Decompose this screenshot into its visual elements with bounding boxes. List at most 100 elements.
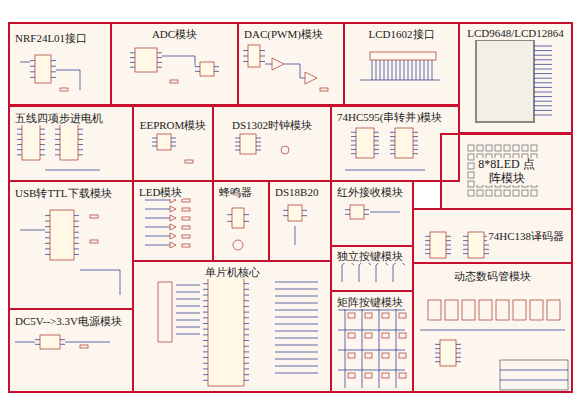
ic-symbol (135, 48, 157, 72)
pin (446, 253, 451, 254)
pin (157, 67, 162, 68)
resistor-symbol (185, 160, 193, 163)
pin (256, 138, 261, 139)
module-ground (132, 260, 332, 393)
module-ground (268, 180, 332, 262)
wire (420, 330, 565, 331)
pin (45, 248, 50, 249)
pin (390, 136, 395, 137)
wire (275, 310, 318, 311)
wire (275, 352, 318, 353)
module-title: DS18B20 (274, 186, 319, 199)
pin (235, 146, 240, 147)
wire (80, 270, 120, 295)
pin (463, 240, 468, 241)
pin (55, 139, 60, 140)
pin (203, 300, 208, 301)
wire (275, 331, 318, 332)
resistor-symbol (90, 215, 98, 218)
ic-symbol (350, 205, 364, 219)
wire (145, 236, 170, 237)
module-ground (212, 180, 270, 262)
wire (145, 218, 170, 219)
wire (65, 342, 110, 343)
pin (203, 340, 208, 341)
schematic-lines (15, 40, 568, 390)
pin (45, 243, 50, 244)
module-box: LCD9648/LCD12864 (458, 22, 573, 134)
pin (51, 60, 56, 61)
resistor-symbol (80, 345, 88, 348)
pin (243, 56, 248, 57)
module-title: 独立按键模块 (336, 250, 404, 263)
pin (283, 210, 288, 211)
wire (534, 64, 552, 65)
pin (51, 66, 56, 67)
pin (157, 57, 162, 58)
ic-symbol (35, 55, 51, 83)
pin (35, 339, 40, 340)
pin (55, 129, 60, 130)
pin (244, 351, 249, 352)
wire (176, 306, 200, 307)
module-ground (412, 208, 573, 264)
wire (424, 60, 425, 80)
wire (176, 292, 200, 293)
wire (370, 212, 400, 213)
pin (244, 329, 249, 330)
module-ground (8, 22, 112, 106)
resistor-symbol (182, 226, 190, 229)
wire (345, 305, 346, 388)
pin (203, 363, 208, 364)
wire (534, 82, 552, 83)
pin (74, 232, 79, 233)
pin (214, 71, 219, 72)
pin (243, 50, 248, 51)
pin (55, 134, 60, 135)
wire (275, 359, 318, 360)
pin (351, 153, 356, 154)
pin (203, 329, 208, 330)
wire (379, 305, 380, 388)
pin (244, 283, 249, 284)
amp-symbol (170, 224, 176, 230)
wire (376, 265, 377, 282)
pin (244, 340, 249, 341)
resistor-symbol (90, 240, 98, 243)
pin (244, 221, 249, 222)
module-title: LCD9648/LCD12864 (466, 27, 565, 40)
pin (374, 140, 379, 141)
module-title: DS1302时钟模块 (231, 119, 313, 132)
module-ground (343, 22, 460, 106)
wire (145, 245, 170, 246)
module-title: USB转TTL下载模块 (14, 187, 113, 200)
pin (203, 374, 208, 375)
wire (534, 115, 552, 116)
module-ground (132, 105, 214, 182)
pin (484, 249, 489, 250)
wire (396, 305, 397, 388)
pin (30, 71, 35, 72)
wire (176, 334, 200, 335)
pin (260, 56, 265, 57)
pin (171, 138, 176, 139)
module-ground (237, 22, 345, 106)
pin (74, 237, 79, 238)
module-title: NRF24L01接口 (14, 32, 88, 45)
pin (157, 62, 162, 63)
pin (45, 237, 50, 238)
pin (40, 134, 45, 135)
pin (345, 214, 350, 215)
pin (171, 142, 176, 143)
module-ground (8, 308, 134, 393)
wire (338, 310, 405, 311)
module-title: DC5V-->3.3V电源模块 (14, 315, 123, 328)
resistor-symbol (60, 88, 68, 91)
pin (364, 214, 369, 215)
wire (404, 60, 405, 80)
pin (157, 52, 162, 53)
module-ground (458, 22, 573, 134)
wire (275, 324, 318, 325)
pin (17, 139, 22, 140)
wire (393, 265, 394, 282)
